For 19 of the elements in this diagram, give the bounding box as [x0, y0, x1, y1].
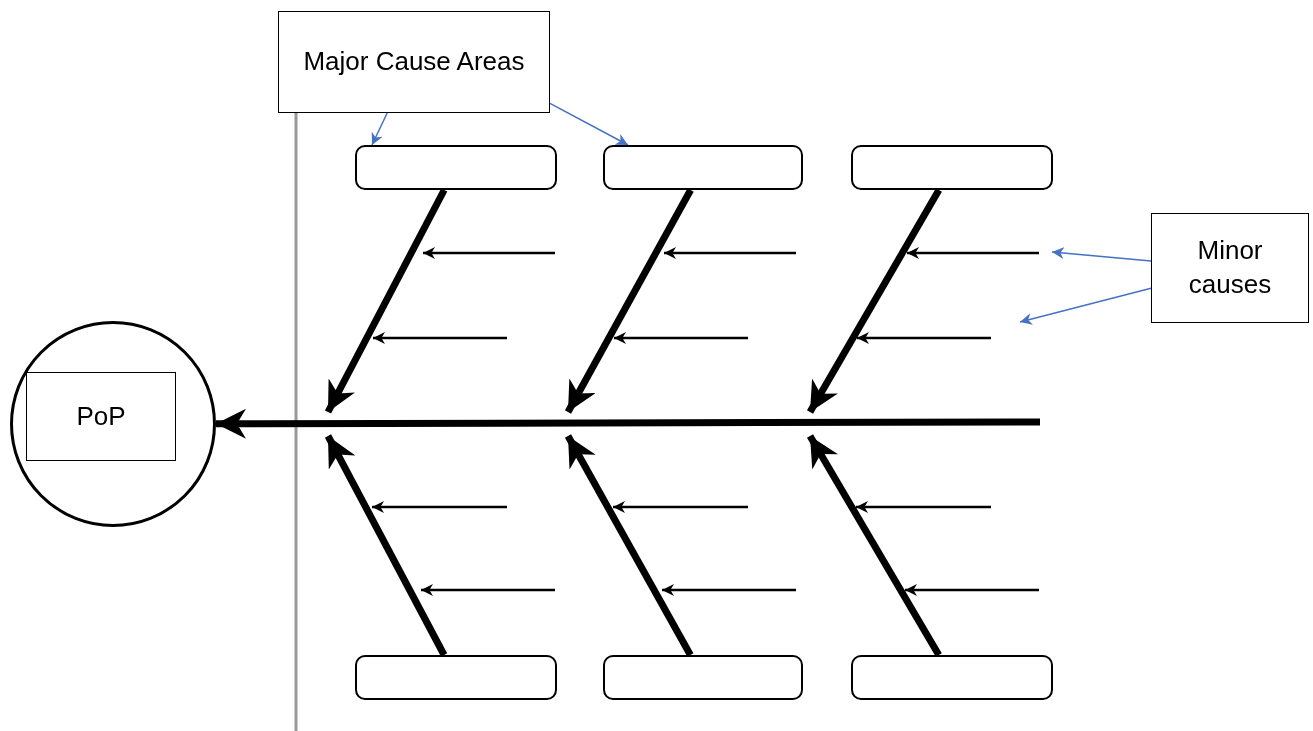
leader-arrow: [1051, 247, 1152, 262]
cause-box: [851, 655, 1053, 700]
leader-arrow: [549, 102, 629, 146]
cause-box: [355, 655, 557, 700]
rib-arrow: [564, 434, 694, 657]
callout-box: Major Cause Areas: [278, 11, 550, 113]
rib-arrow: [324, 434, 448, 657]
rib-arrow: [807, 434, 942, 657]
cause-box: [603, 145, 803, 190]
callout-box: Minor causes: [1151, 213, 1309, 323]
cause-box: [851, 145, 1053, 190]
leader-arrow: [371, 112, 388, 146]
rib-arrow: [324, 188, 448, 414]
leader-arrow: [1019, 287, 1152, 325]
label-box: PoP: [26, 372, 176, 461]
cause-box: [603, 655, 803, 700]
rib-arrow: [806, 188, 942, 414]
rib-arrow: [564, 188, 694, 414]
cause-box: [355, 145, 557, 190]
